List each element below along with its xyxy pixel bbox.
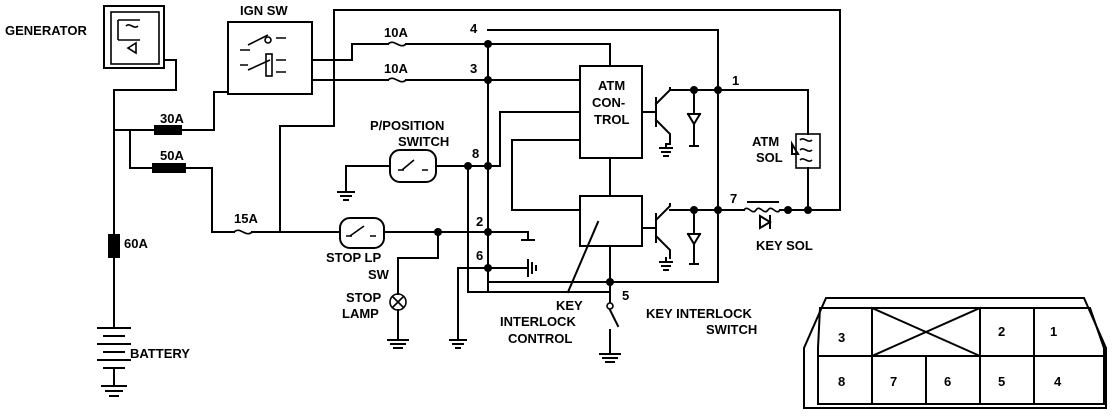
battery-label: BATTERY: [130, 346, 190, 361]
connector-pin-8: 8: [838, 374, 845, 389]
terminal-1: 1: [732, 73, 739, 88]
generator: [103, 5, 177, 131]
terminal-6: 6: [476, 248, 483, 263]
connector-pin-7: 7: [890, 374, 897, 389]
fuse-10a-2-label: 10A: [384, 61, 408, 76]
connector-pin-5: 5: [998, 374, 1005, 389]
stop-lp-label-2: SW: [368, 267, 390, 282]
stop-lamp-label-2: LAMP: [342, 306, 379, 321]
connector-pin-2: 2: [998, 324, 1005, 339]
atm-sol-label-2: SOL: [756, 150, 783, 165]
connector-pin-6: 6: [944, 374, 951, 389]
key-interlock-switch-2: SWITCH: [706, 322, 757, 337]
key-interlock-control-1: KEY: [556, 298, 583, 313]
stop-lp-label-1: STOP LP: [326, 250, 381, 265]
fuse-10a-1-label: 10A: [384, 25, 408, 40]
atm-solenoid: [791, 133, 821, 169]
fuse-30a-label: 30A: [160, 111, 184, 126]
terminal-3: 3: [470, 61, 477, 76]
generator-label: GENERATOR: [5, 23, 87, 38]
atm-control-label-2: CON-: [592, 95, 625, 110]
key-sol-label: KEY SOL: [756, 238, 813, 253]
ignition-switch: [227, 21, 313, 95]
connector-pin-3: 3: [838, 330, 845, 345]
terminal-2: 2: [476, 214, 483, 229]
terminal-7: 7: [730, 191, 737, 206]
terminal-8: 8: [472, 146, 479, 161]
fuse-30a: [154, 125, 182, 135]
key-interlock-control-2: INTERLOCK: [500, 314, 576, 329]
fuse-15a-label: 15A: [234, 211, 258, 226]
key-interlock-control-3: CONTROL: [508, 331, 572, 346]
fuse-50a: [152, 163, 186, 173]
key-interlock-control-box: [579, 195, 643, 247]
atm-control-label-1: ATM: [598, 78, 625, 93]
key-solenoid: [743, 201, 781, 230]
connector-pin-4: 4: [1054, 374, 1062, 389]
stop-lamp-label-1: STOP: [346, 290, 381, 305]
p-position-switch: [389, 149, 437, 183]
stop-lamp-switch: [339, 217, 385, 249]
atm-control-label-3: TROL: [594, 112, 629, 127]
terminal-5: 5: [622, 288, 629, 303]
atm-sol-label-1: ATM: [752, 134, 779, 149]
p-position-label-1: P/POSITION: [370, 118, 444, 133]
battery: [97, 327, 131, 397]
ign-sw-label: IGN SW: [240, 3, 288, 18]
fuse-50a-label: 50A: [160, 148, 184, 163]
connector-diagram: [803, 297, 1107, 409]
fuse-60a: [108, 234, 120, 258]
connector-pin-1: 1: [1050, 324, 1057, 339]
terminal-4: 4: [470, 21, 478, 36]
fuse-60a-label: 60A: [124, 236, 148, 251]
key-interlock-switch-1: KEY INTERLOCK: [646, 306, 753, 321]
p-position-label-2: SWITCH: [398, 134, 449, 149]
stop-lamp: [389, 293, 407, 311]
